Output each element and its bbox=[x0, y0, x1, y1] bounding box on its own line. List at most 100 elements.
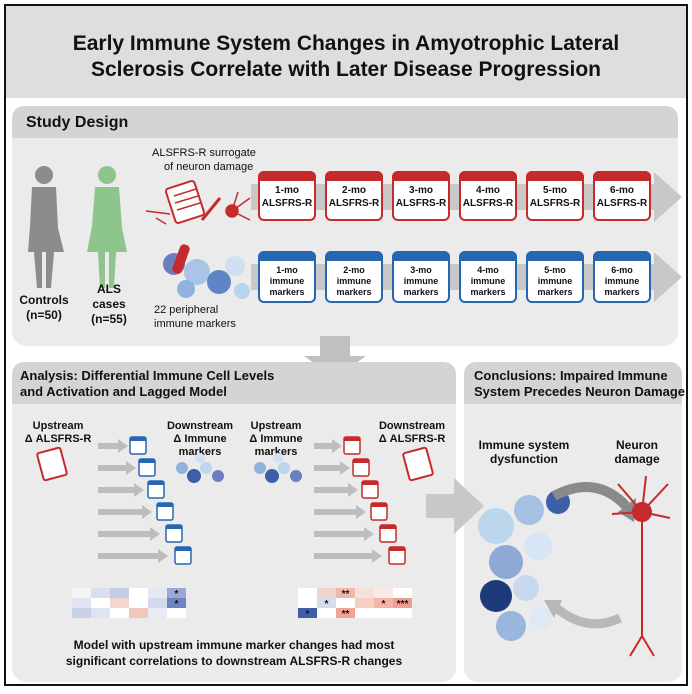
analysis-heading-line-1: Analysis: Differential Immune Cell Level… bbox=[20, 368, 275, 383]
heatmap-cell bbox=[72, 608, 91, 618]
lag-arrow bbox=[314, 461, 350, 475]
alsfrs-note-line-1: ALSFRS-R surrogate bbox=[152, 147, 256, 159]
small-calendar-header bbox=[371, 503, 387, 507]
calendar-header-bar bbox=[526, 171, 584, 181]
alsfrs-note-line-2: of neuron damage bbox=[164, 161, 254, 173]
small-calendar-header bbox=[166, 525, 182, 529]
immune-cells-icon bbox=[163, 244, 250, 299]
left-downstream-line-1: Downstream bbox=[166, 420, 234, 432]
heatmap-cell bbox=[148, 588, 167, 598]
als-person-icon bbox=[87, 166, 127, 288]
calendar-text: 2-mo bbox=[342, 185, 366, 196]
heatmap-cell bbox=[91, 588, 110, 598]
calendar-text: immune bbox=[537, 276, 573, 286]
heatmap-cell bbox=[110, 608, 129, 618]
heatmap-cell bbox=[298, 598, 317, 608]
calendar-text: immune bbox=[269, 276, 305, 286]
calendar-header-bar bbox=[258, 251, 316, 261]
analysis-graphics: ************ bbox=[36, 436, 434, 620]
immune-cell-cluster-icon bbox=[478, 490, 570, 641]
calendar-text: 4-mo bbox=[477, 265, 499, 275]
heatmap-cell bbox=[374, 588, 393, 598]
clipboard-icon bbox=[36, 446, 68, 482]
clipboard-icon bbox=[164, 180, 222, 224]
heatmap-cell bbox=[167, 588, 186, 598]
small-calendar-header bbox=[157, 503, 173, 507]
study-design-header bbox=[12, 106, 678, 138]
als-n: (n=55) bbox=[91, 312, 127, 326]
immune-cell-icon bbox=[254, 462, 266, 474]
small-calendar-header bbox=[353, 459, 369, 463]
calendar-text: 1-mo bbox=[275, 185, 299, 196]
small-calendar-header bbox=[139, 459, 155, 463]
calendar-header-bar bbox=[325, 251, 383, 261]
heatmap-cell bbox=[336, 608, 355, 618]
marker-note-line-2: immune markers bbox=[154, 318, 236, 330]
calendar-header-bar bbox=[593, 171, 651, 181]
down-arrow bbox=[304, 336, 366, 378]
title-banner bbox=[6, 6, 686, 98]
calendar-header-bar bbox=[459, 171, 517, 181]
calendar-text: 1-mo bbox=[276, 265, 298, 275]
immune-dysfunction-line-1: Immune system bbox=[478, 438, 570, 452]
immune-cell-icon bbox=[278, 462, 290, 474]
small-calendar-header bbox=[130, 437, 146, 441]
calendar-header-bar bbox=[325, 171, 383, 181]
heatmap-cell bbox=[336, 588, 355, 598]
calendar-text: 6-mo bbox=[611, 265, 633, 275]
analysis-panel bbox=[12, 362, 456, 682]
significance-star: * bbox=[325, 599, 329, 610]
calendar-text: 4-mo bbox=[476, 185, 500, 196]
significance-star: * bbox=[382, 599, 386, 610]
small-calendar-header bbox=[175, 547, 191, 551]
right-downstream-line-1: Downstream bbox=[378, 420, 446, 432]
calendar-text: 3-mo bbox=[409, 185, 433, 196]
heatmap-cell bbox=[355, 588, 374, 598]
left-upstream-line-1: Upstream bbox=[32, 420, 84, 432]
heatmap-cell bbox=[167, 608, 186, 618]
lag-arrow bbox=[98, 439, 128, 453]
significance-star: ** bbox=[342, 589, 350, 600]
analysis-heading-line-2: and Activation and Lagged Model bbox=[20, 384, 227, 399]
immune-cell-icon bbox=[187, 469, 201, 483]
heatmap-cell bbox=[374, 608, 393, 618]
lag-arrow bbox=[98, 527, 160, 541]
calendar-text: markers bbox=[336, 287, 372, 297]
immune-dysfunction-line-2: dysfunction bbox=[490, 452, 558, 466]
significance-star: * bbox=[175, 589, 179, 600]
lag-arrow bbox=[314, 483, 358, 497]
heatmap-cell bbox=[374, 598, 393, 608]
heatmap-cell bbox=[148, 608, 167, 618]
calendar-text: ALSFRS-R bbox=[529, 198, 581, 209]
calendar-header-bar bbox=[392, 251, 450, 261]
heatmap-cell bbox=[393, 598, 412, 608]
heatmap-cell bbox=[91, 608, 110, 618]
calendar-text: markers bbox=[537, 287, 573, 297]
heatmap-cell bbox=[110, 588, 129, 598]
heatmap-cell bbox=[72, 598, 91, 608]
calendar-text: ALSFRS-R bbox=[395, 198, 447, 209]
calendar-text: markers bbox=[269, 287, 305, 297]
heatmap-cell bbox=[129, 608, 148, 618]
right-upstream-line-1: Upstream bbox=[250, 420, 302, 432]
calendar-text: ALSFRS-R bbox=[328, 198, 380, 209]
small-calendar-header bbox=[344, 437, 360, 441]
calendar-text: ALSFRS-R bbox=[596, 198, 648, 209]
heatmap-cell bbox=[148, 598, 167, 608]
neuron-small-icon bbox=[145, 191, 251, 225]
small-calendar-header bbox=[380, 525, 396, 529]
graphical-abstract: Early Immune System Changes in Amyotroph… bbox=[4, 4, 688, 686]
immune-cell-icon bbox=[195, 453, 205, 463]
lag-arrow bbox=[98, 505, 152, 519]
neuron-damage-line-1: Neuron bbox=[616, 438, 658, 452]
heatmap-cell bbox=[298, 608, 317, 618]
calendar-text: 2-mo bbox=[343, 265, 365, 275]
calendar-text: markers bbox=[470, 287, 506, 297]
significance-star: ** bbox=[342, 609, 350, 620]
heatmap-cell bbox=[393, 608, 412, 618]
calendar-text: immune bbox=[403, 276, 439, 286]
heatmap-cell bbox=[72, 588, 91, 598]
